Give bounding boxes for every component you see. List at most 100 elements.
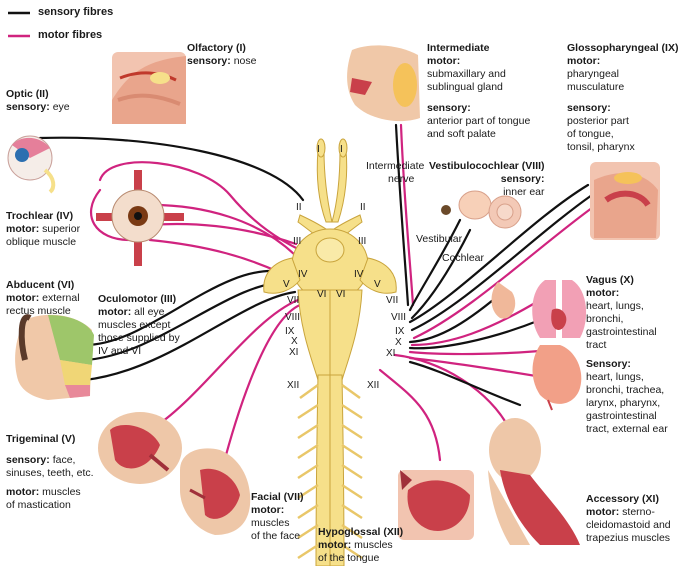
roman-XII-left: XII [287,380,299,391]
spinal-roots [297,383,363,560]
oculomotor-line4: IV and VI [98,345,142,357]
trochlear-value: superior [39,223,81,235]
hypoglossal-value: muscles [351,539,393,551]
roman-III-left: III [293,236,301,247]
abducent-value: external [39,292,80,304]
trigeminal-motor-key: motor: [6,486,40,498]
accessory-line3: trapezius muscles [586,532,671,544]
roman-IV-right: IV [354,269,364,280]
nose-illustration [112,52,186,124]
vagus-motor-line2: bronchi, [586,313,624,325]
intermediate-nerve-label: Intermediate nerve [366,160,424,186]
roman-IX-right: IX [395,326,405,337]
oculomotor-fibre-a [148,222,298,246]
trochlear-title: Trochlear (IV) [6,210,74,222]
vestibulocochlear-fibre-1 [408,218,462,312]
vestibulocochlear-key: sensory: [500,173,545,185]
vagus-fibre-2 [408,318,542,350]
intermediate-motor-key: motor: [427,55,461,67]
vagus-sensory-line2: bronchi, trachea, [586,384,665,396]
roman-VI-right: VI [336,289,345,300]
trigeminal-sensory-line2: sinuses, teeth, etc. [6,467,94,479]
intermediate-sensory-line1: anterior part of tongue [427,115,531,127]
vagus-organs-illustration [491,280,587,411]
hypoglossal-title: Hypoglossal (XII) [318,526,404,538]
roman-X-right: X [395,337,402,348]
throat-illustration [590,162,660,240]
brainstem [263,138,397,566]
oculomotor-title: Oculomotor (III) [98,293,177,305]
glossopharyngeal-sensory-line3: tonsil, pharynx [567,141,635,153]
glossopharyngeal-motor-line2: musculature [567,81,625,93]
trigeminal-motor-line2: of mastication [6,499,71,511]
olfactory-label: Olfactory (I) sensory: nose [187,42,256,68]
salivary-glands-illustration [347,45,420,122]
glossopharyngeal-sensory-key: sensory: [567,102,611,114]
trigeminal-title: Trigeminal (V) [6,433,76,445]
trigeminal-fibre-1 [83,269,287,347]
glossopharyngeal-label: Glossopharyngeal (IX) motor: pharyngeal … [567,42,678,154]
trochlear-key: motor: [6,223,40,235]
abducent-line2: rectus muscle [6,305,71,317]
intermediate-title: Intermediate [427,42,490,54]
olfactory-key: sensory: [187,55,231,67]
roman-X-left: X [291,336,298,347]
roman-II-right: II [360,202,366,213]
abducent-title: Abducent (VI) [6,279,75,291]
accessory-label: Accessory (XI) motor: sterno- cleidomast… [586,493,671,545]
trochlear-label: Trochlear (IV) motor: superior oblique m… [6,210,80,249]
hypoglossal-fibre [378,368,442,462]
roman-IV-left: IV [298,269,308,280]
roman-VIII-right: VIII [391,312,406,323]
cochlear-label: Cochlear [442,252,485,264]
intermediate-fibre-2 [399,123,415,307]
legend-sensory-label: sensory fibres [38,6,114,18]
roman-VIII-left: VIII [285,312,300,323]
accessory-key: motor: [586,506,620,518]
tongue-illustration [398,470,474,540]
trigeminal-motor-value: muscles [39,486,81,498]
olfactory-title: Olfactory (I) [187,42,246,54]
optic-key: sensory: [6,101,50,113]
roman-VII-left: VII [287,295,299,306]
roman-VI-left: VI [317,289,326,300]
olfactory-value: nose [230,55,257,67]
oculomotor-line3: those supplied by [98,332,180,344]
accessory-title: Accessory (XI) [586,493,659,505]
vestibular-label: Vestibular [416,233,463,245]
roman-XII-right: XII [367,380,379,391]
vestibulocochlear-value: inner ear [503,186,545,198]
vagus-fibre-6 [410,298,542,347]
optic-fibre [38,136,305,202]
legend-motor-label: motor fibres [38,29,103,41]
vagus-title: Vagus (X) [586,274,634,286]
glossopharyngeal-sensory-line1: posterior part [567,115,629,127]
roman-II-left: II [296,202,302,213]
intermediate-sensory-key: sensory: [427,102,471,114]
intermediate-nerve-line2: nerve [388,173,415,185]
vagus-motor-key: motor: [586,287,620,299]
vagus-motor-line3: gastrointestinal [586,326,657,338]
glossopharyngeal-motor-key: motor: [567,55,601,67]
vagus-label: Vagus (X) motor: heart, lungs, bronchi, … [586,274,668,436]
roman-XI-left: XI [289,347,298,358]
vestibulocochlear-label: Vestibulocochlear (VIII) sensory: inner … [429,160,545,199]
trochlear-fibre [150,203,302,262]
vagus-sensory-line3: larynx, pharynx, [586,397,661,409]
roman-I-right: I [340,144,343,155]
facial-title: Facial (VII) [251,491,304,503]
roman-III-right: III [358,236,366,247]
roman-VII-right: VII [386,295,398,306]
hypoglossal-line2: of the tongue [318,552,380,564]
vestibulocochlear-fibre-2 [410,228,472,320]
vagus-sensory-line5: tract, external ear [586,423,668,435]
facial-line2: muscles [251,517,290,529]
vagus-fibre-1 [408,288,507,344]
vagus-sensory-line4: gastrointestinal [586,410,657,422]
trigeminal-motor [148,298,300,432]
facial-fibre [220,303,302,472]
glossopharyngeal-motor-line1: pharyngeal [567,68,619,80]
oculomotor-value: all eye [131,306,165,318]
intermediate-sensory-line2: and soft palate [427,128,496,140]
